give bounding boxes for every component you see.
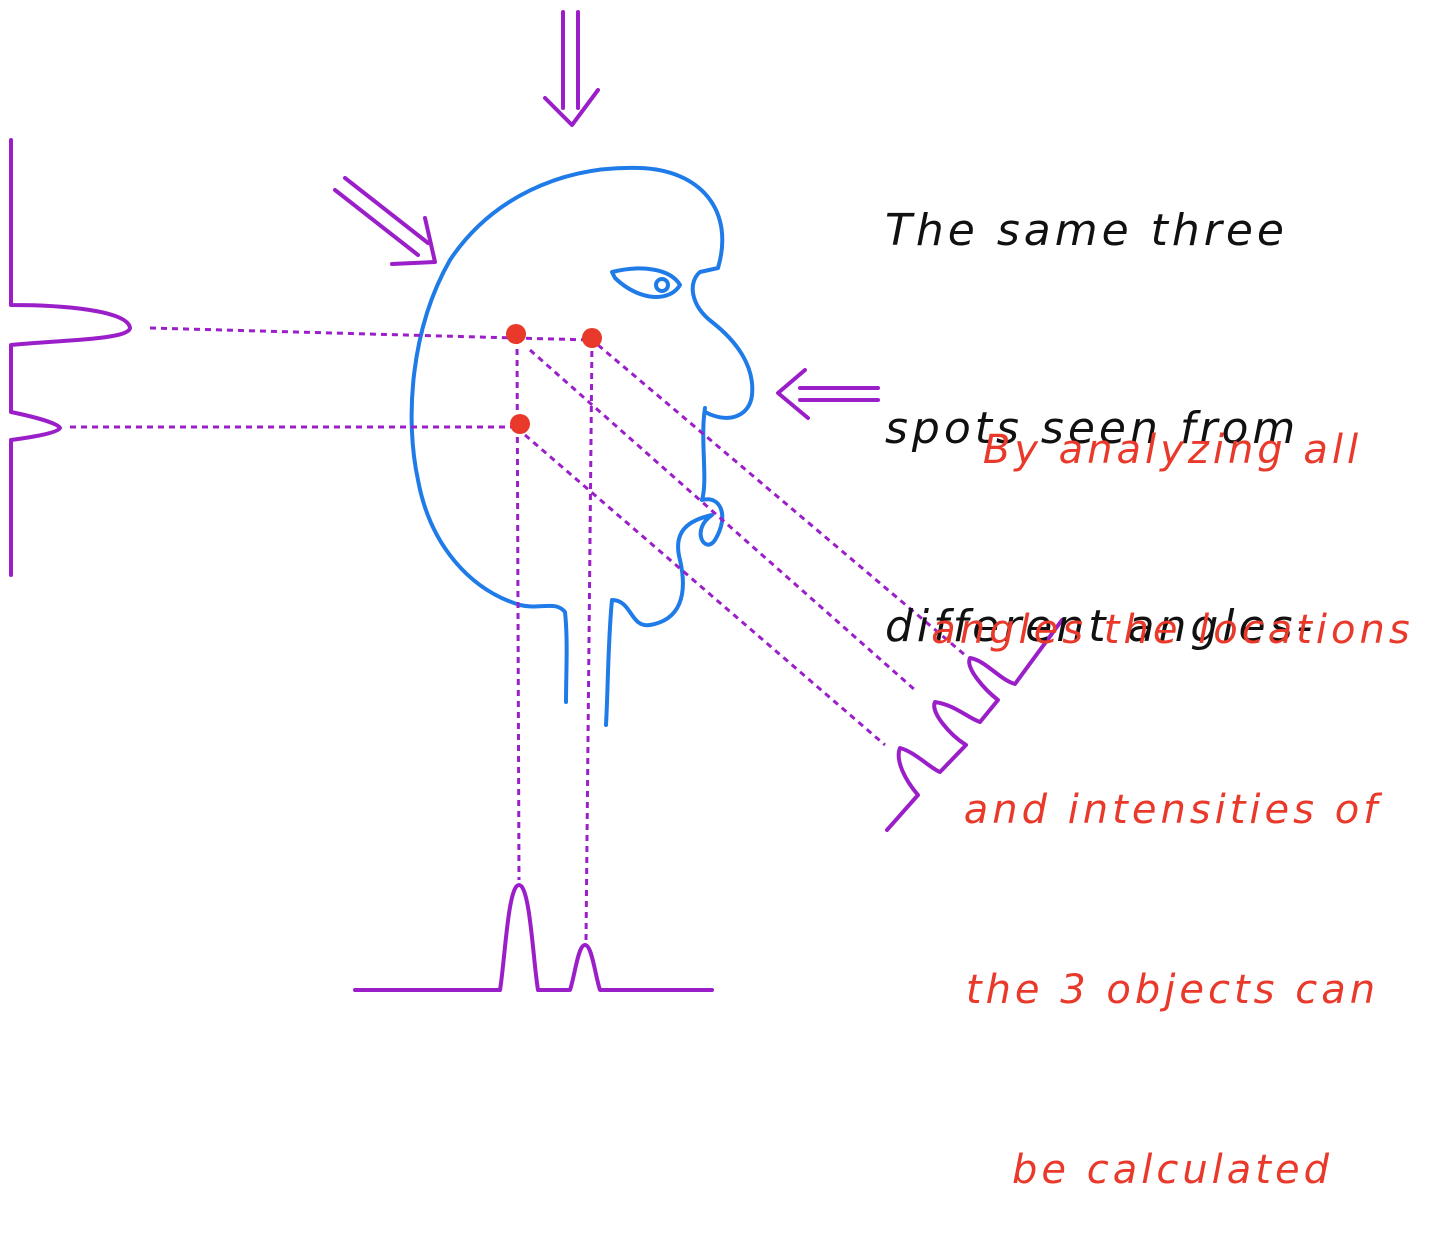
head-outline — [409, 165, 755, 607]
head-profile-outline — [409, 165, 755, 727]
tomography-diagram — [9, 10, 1064, 992]
view-direction-arrows — [333, 10, 880, 420]
spot-3 — [510, 414, 530, 434]
note-red-line: and intensities of — [963, 787, 1382, 833]
ray-bottom-2 — [584, 339, 594, 941]
object-spots — [506, 324, 602, 434]
arrow-from-top-left — [333, 176, 437, 266]
spot-2 — [582, 328, 602, 348]
ray-diag-2 — [529, 348, 916, 692]
bottom-projection-profile — [353, 883, 714, 992]
spot-1 — [506, 324, 526, 344]
left-profile-curve — [9, 138, 132, 577]
arrow-from-right — [776, 368, 880, 420]
ray-left-top-b — [514, 336, 593, 342]
left-projection-profile — [9, 138, 132, 577]
neck-back-outline — [518, 603, 569, 704]
note-red-line: angles the locations — [931, 607, 1414, 653]
ray-diag-3 — [524, 433, 886, 747]
projection-rays — [70, 326, 966, 941]
note-red-line: be calculated — [1012, 1147, 1333, 1193]
note-analysis: By analyzing all angles the locations an… — [905, 300, 1440, 1260]
ray-left-top — [149, 326, 516, 340]
eye-outline — [610, 266, 682, 299]
diagonal-profile-curve — [885, 618, 1064, 832]
note-black-line: The same three — [885, 205, 1288, 256]
mouth-chin-outline — [604, 406, 725, 727]
diagonal-projection-profile — [885, 618, 1064, 832]
arrow-from-top — [543, 10, 600, 127]
note-same-three-spots: The same three spots seen from different… — [885, 66, 1405, 726]
note-red-line: By analyzing all — [982, 427, 1363, 473]
ray-diag-1 — [597, 343, 966, 657]
note-black-line: different angles- — [885, 601, 1317, 652]
note-black-line: spots seen from — [885, 403, 1300, 454]
eye-pupil — [654, 277, 670, 293]
bottom-profile-curve — [353, 883, 714, 992]
note-red-line: the 3 objects can — [965, 967, 1380, 1013]
